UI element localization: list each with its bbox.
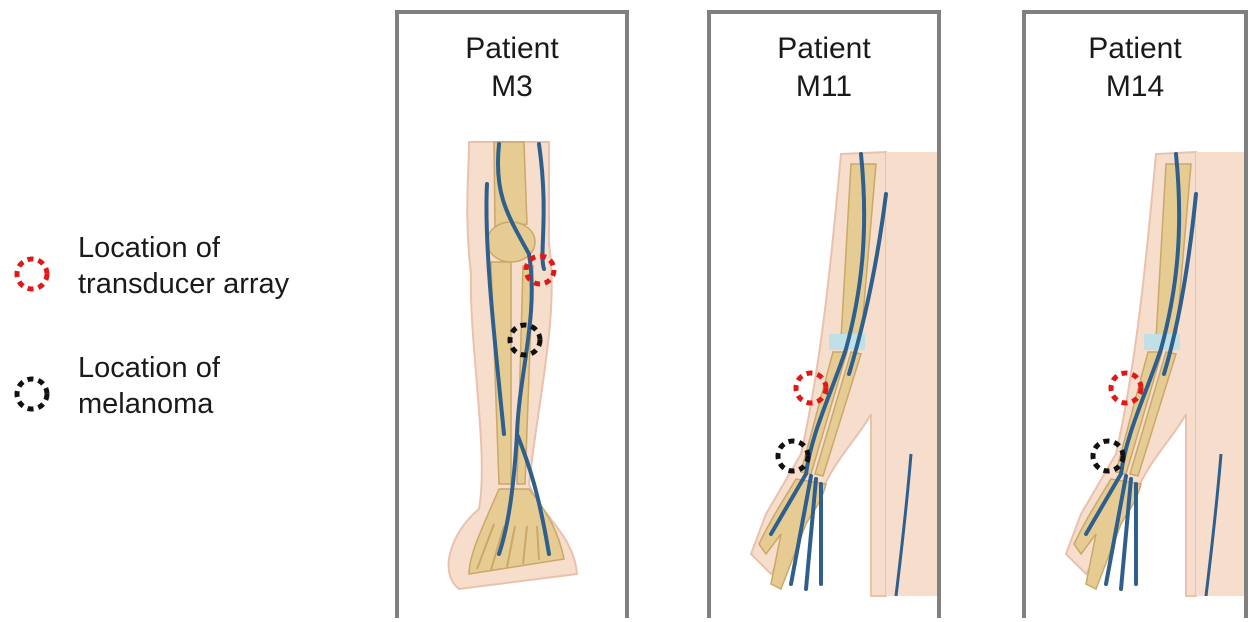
- leg-illustration: [399, 14, 625, 622]
- torso-skin: [886, 152, 937, 596]
- legend-item-melanoma: Location of melanoma: [10, 350, 338, 422]
- red-dashed-circle-icon: [10, 252, 54, 296]
- panel-patient-m3: Patient M3: [395, 10, 629, 618]
- panel-patient-m11: Patient M11: [707, 10, 941, 618]
- arm-illustration: [1026, 14, 1249, 622]
- panel-patient-m14: Patient M14: [1022, 10, 1248, 618]
- arm-illustration: [711, 14, 937, 622]
- legend-label-melanoma: Location of melanoma: [78, 350, 338, 422]
- legend-label-transducer: Location of transducer array: [78, 230, 338, 302]
- legend: Location of transducer array Location of…: [0, 0, 380, 622]
- torso-skin: [1196, 152, 1244, 596]
- legend-item-transducer: Location of transducer array: [10, 230, 338, 302]
- black-dashed-circle-icon: [10, 372, 54, 416]
